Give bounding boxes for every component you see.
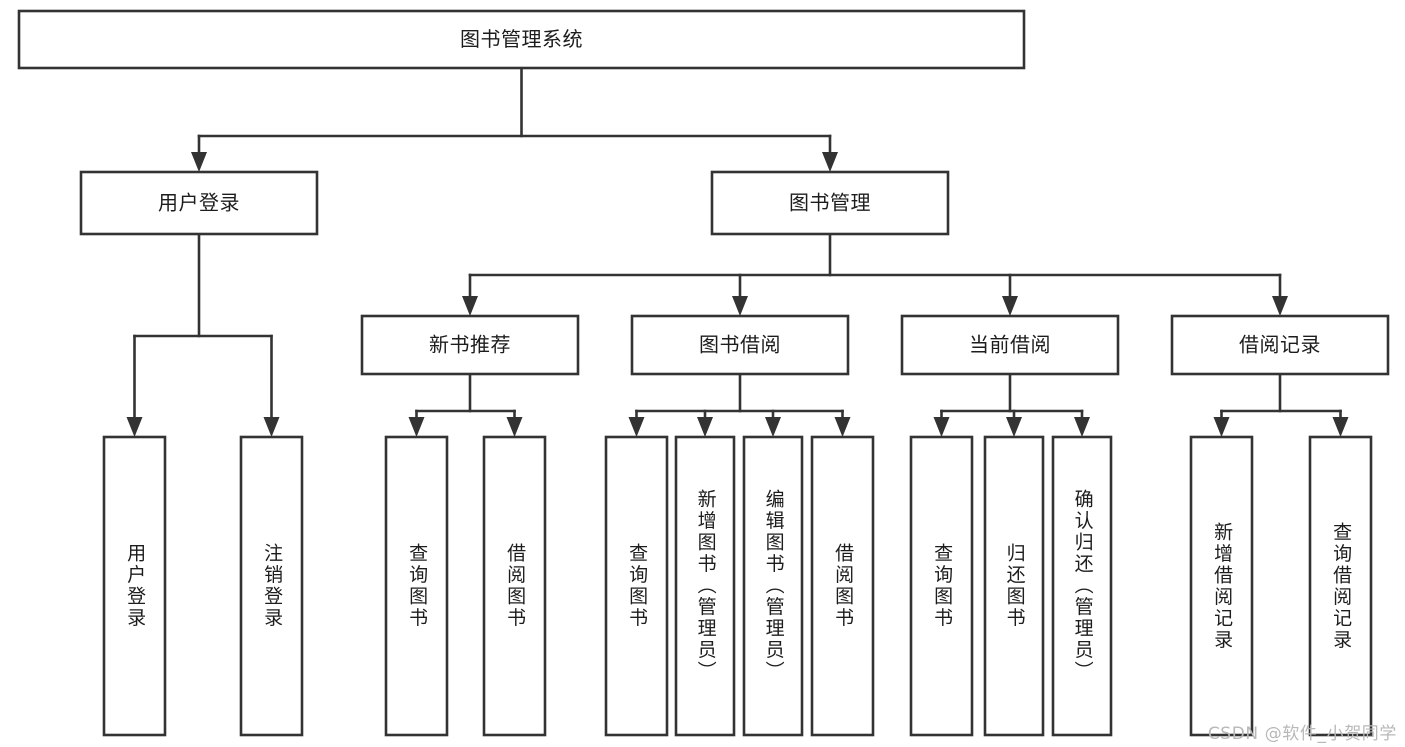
node-box-leaf-borrow-book[interactable] bbox=[810, 435, 875, 737]
user-login-to-leaves-arrow-0 bbox=[126, 417, 143, 437]
node-label-root: 图书管理系统 bbox=[460, 27, 583, 51]
book-borrow-to-leaves-arrow-0 bbox=[628, 417, 645, 437]
node-label-new-book-recommend: 新书推荐 bbox=[429, 333, 511, 357]
borrow-record-to-leaves-arrow-0 bbox=[1213, 417, 1230, 437]
node-boxes-layer bbox=[17, 9, 1390, 737]
node-box-leaf-query-book-current[interactable] bbox=[909, 435, 974, 737]
new-book-recommend-to-leaves-arrow-0 bbox=[408, 417, 425, 437]
node-box-borrow-record[interactable] bbox=[1170, 314, 1390, 376]
node-label-current-borrow: 当前借阅 bbox=[969, 333, 1051, 357]
node-box-leaf-query-book-rec[interactable] bbox=[384, 435, 449, 737]
node-box-leaf-return-book[interactable] bbox=[983, 435, 1045, 737]
new-book-recommend-to-leaves-arrow-1 bbox=[506, 417, 523, 437]
root-to-l2-arrow-0 bbox=[191, 152, 207, 172]
node-box-root[interactable] bbox=[17, 9, 1026, 70]
bookmanage-to-l3-arrow-3 bbox=[1272, 296, 1288, 316]
bookmanage-to-l3-arrow-2 bbox=[1002, 296, 1018, 316]
node-box-user-login[interactable] bbox=[79, 170, 319, 236]
book-borrow-to-leaves-arrow-1 bbox=[697, 417, 713, 437]
node-box-leaf-confirm-return-admin[interactable] bbox=[1051, 435, 1113, 737]
bookmanage-to-l3-arrow-0 bbox=[462, 296, 478, 316]
node-box-leaf-query-borrow-record[interactable] bbox=[1308, 435, 1373, 737]
user-login-to-leaves-arrow-1 bbox=[263, 417, 280, 437]
node-box-leaf-borrow-book-rec[interactable] bbox=[482, 435, 547, 737]
current-borrow-to-leaves-arrow-0 bbox=[933, 417, 950, 437]
book-borrow-to-leaves-arrow-3 bbox=[834, 417, 851, 437]
node-box-leaf-add-book-admin[interactable] bbox=[674, 435, 736, 737]
node-box-leaf-logout[interactable] bbox=[239, 435, 304, 737]
root-to-l2-arrow-1 bbox=[822, 152, 838, 172]
node-box-leaf-query-book-borrow[interactable] bbox=[604, 435, 669, 737]
node-label-book-borrow: 图书借阅 bbox=[699, 333, 781, 357]
current-borrow-to-leaves-arrow-1 bbox=[1006, 417, 1022, 437]
node-box-leaf-user-login[interactable] bbox=[102, 435, 167, 737]
current-borrow-to-leaves-arrow-2 bbox=[1074, 417, 1090, 437]
bookmanage-to-l3-arrow-1 bbox=[732, 296, 748, 316]
book-borrow-to-leaves-arrow-2 bbox=[765, 417, 781, 437]
connectors-layer bbox=[126, 66, 1349, 437]
node-label-user-login: 用户登录 bbox=[158, 191, 240, 215]
csdn-watermark: CSDN @软件_小贺同学 bbox=[1207, 724, 1397, 744]
node-box-leaf-edit-book-admin[interactable] bbox=[742, 435, 804, 737]
node-box-book-manage[interactable] bbox=[710, 170, 950, 236]
node-box-leaf-add-borrow-record[interactable] bbox=[1189, 435, 1254, 737]
node-box-new-book-recommend[interactable] bbox=[360, 314, 580, 376]
node-label-borrow-record: 借阅记录 bbox=[1239, 333, 1321, 357]
node-label-book-manage: 图书管理 bbox=[789, 191, 871, 215]
borrow-record-to-leaves-arrow-1 bbox=[1332, 417, 1349, 437]
node-box-book-borrow[interactable] bbox=[630, 314, 850, 376]
node-box-current-borrow[interactable] bbox=[900, 314, 1120, 376]
